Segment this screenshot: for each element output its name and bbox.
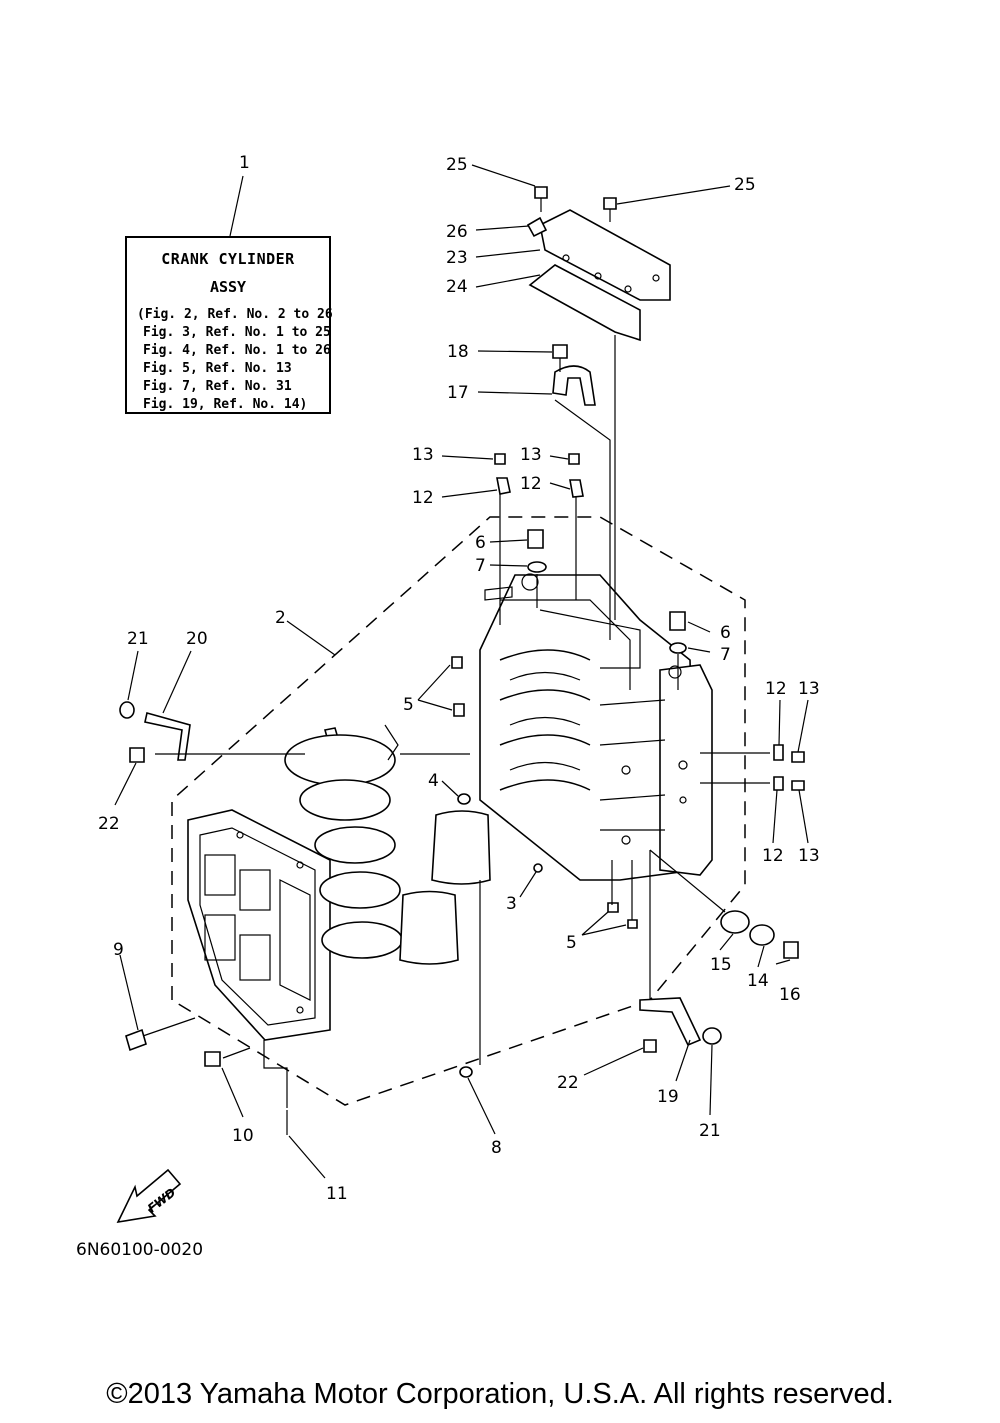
callout-8: 8 (491, 1138, 502, 1158)
ref-line-5: Fig. 7, Ref. No. 31 (143, 379, 292, 394)
callout-3: 3 (506, 894, 517, 914)
callout-18: 18 (447, 342, 469, 362)
callout-6-right: 6 (720, 623, 731, 643)
ref-line-2: Fig. 3, Ref. No. 1 to 25 (143, 325, 331, 340)
diagram-code: 6N60100-0020 (76, 1240, 204, 1260)
callout-21-left: 21 (127, 629, 149, 649)
callout-20: 20 (186, 629, 208, 649)
callout-5-upper: 5 (403, 695, 414, 715)
callout-21-right: 21 (699, 1121, 721, 1141)
callout-13-right-upper: 13 (798, 679, 820, 699)
callout-7-upper: 7 (475, 556, 486, 576)
ref-line-4: Fig. 5, Ref. No. 13 (143, 361, 292, 376)
callout-25-left: 25 (446, 155, 468, 175)
callout-22-right: 22 (557, 1073, 579, 1093)
callout-7-right: 7 (720, 645, 731, 665)
callout-12-right-upper: 12 (765, 679, 787, 699)
callout-13-right-lower: 13 (798, 846, 820, 866)
fwd-arrow-icon: FWD (116, 1168, 182, 1224)
callout-22-left: 22 (98, 814, 120, 834)
ref-line-3: Fig. 4, Ref. No. 1 to 26 (143, 343, 331, 358)
pistons (399, 810, 491, 965)
callout-12-top-left: 12 (412, 488, 434, 508)
hardware (119, 186, 805, 1135)
callout-24: 24 (446, 277, 468, 297)
callout-12-top-mid: 12 (520, 474, 542, 494)
callout-5-lower: 5 (566, 933, 577, 953)
ref-line-6: Fig. 19, Ref. No. 14) (143, 397, 308, 412)
leader-lines (114, 164, 809, 1179)
callout-1: 1 (239, 153, 250, 173)
head-cover-assy (526, 209, 671, 406)
callout-13-top-left: 13 (412, 445, 434, 465)
ref-line-1: (Fig. 2, Ref. No. 2 to 26 (137, 307, 333, 322)
callout-15: 15 (710, 955, 732, 975)
callout-25-right: 25 (734, 175, 756, 195)
callout-labels: 1 2 3 4 5 5 6 6 7 7 8 9 10 11 12 12 12 1… (98, 153, 820, 1204)
callout-12-right-lower: 12 (762, 846, 784, 866)
cylinder-block (479, 573, 713, 881)
callout-13-top-mid: 13 (520, 445, 542, 465)
callout-9: 9 (113, 940, 124, 960)
callout-14: 14 (747, 971, 769, 991)
callout-26: 26 (446, 222, 468, 242)
callout-4: 4 (428, 771, 439, 791)
assembly-info-box: CRANK CYLINDER ASSY (Fig. 2, Ref. No. 2 … (125, 236, 333, 414)
callout-16: 16 (779, 985, 801, 1005)
copyright-notice: ©2013 Yamaha Motor Corporation, U.S.A. A… (106, 1378, 894, 1410)
callout-10: 10 (232, 1126, 254, 1146)
callout-19: 19 (657, 1087, 679, 1107)
callout-11: 11 (326, 1184, 348, 1204)
box-subtitle: ASSY (209, 278, 247, 296)
callout-6-upper: 6 (475, 533, 486, 553)
callout-17: 17 (447, 383, 469, 403)
callout-23: 23 (446, 248, 468, 268)
crankshaft (284, 724, 403, 959)
crankcase (187, 809, 331, 1041)
callout-2: 2 (275, 608, 286, 628)
box-title: CRANK CYLINDER (161, 250, 295, 268)
assembly-lines (155, 335, 770, 1108)
assembly-dashed-outline (171, 516, 746, 1106)
